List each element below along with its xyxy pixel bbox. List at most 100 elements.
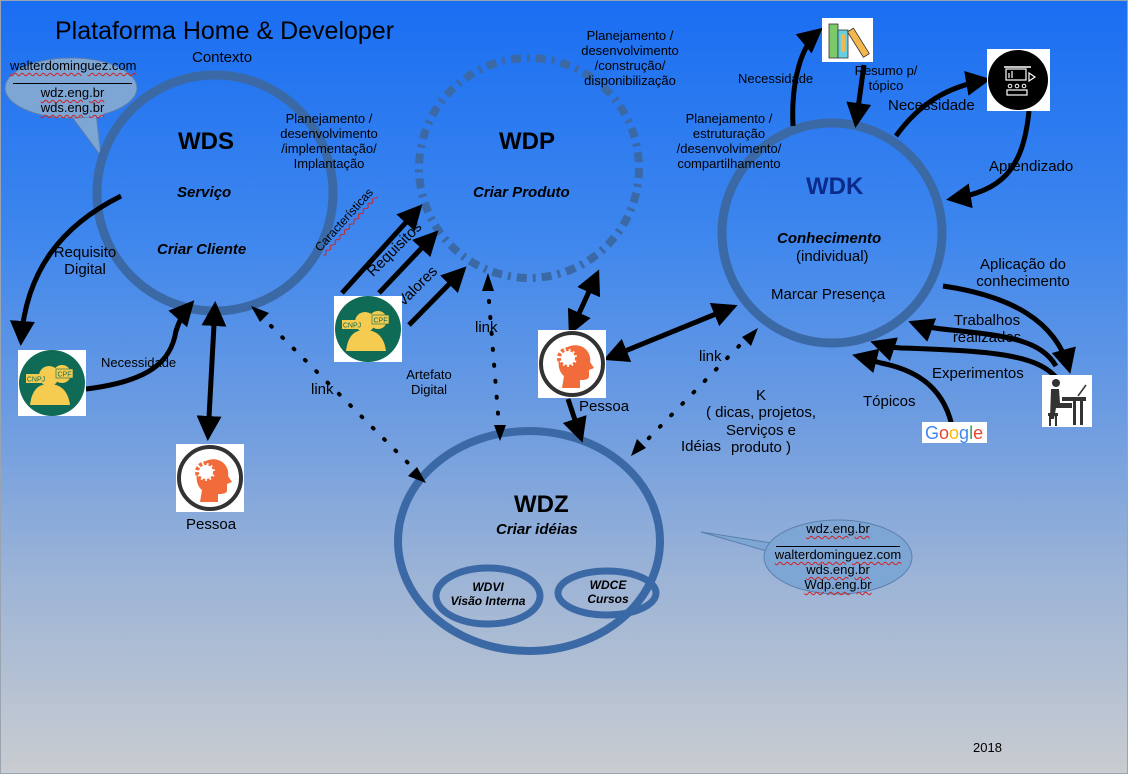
callout-bottom-right: wdz.eng.br walterdominguez.com wds.eng.b…	[764, 521, 912, 593]
page-title: Plataforma Home & Developer	[55, 17, 395, 45]
link-wdp-wdz	[487, 299, 501, 428]
arrow-necessidade-books	[790, 27, 823, 127]
pessoa-center-label: Pessoa	[579, 398, 630, 415]
arrow-resumo-topico	[846, 64, 872, 128]
google-logo[interactable]: Google	[922, 422, 987, 443]
resumo-topico-label: Resumo p/tópico	[854, 63, 918, 93]
wdp-role: Criar Produto	[473, 184, 570, 201]
wdce-ellipse[interactable]	[554, 567, 660, 619]
wdz-ellipse[interactable]	[394, 427, 664, 655]
aprendizado-label: Aprendizado	[989, 158, 1074, 175]
wdp-title: WDP	[499, 128, 555, 155]
callout-divider	[13, 82, 132, 84]
arrowhead-wdz-link-left	[408, 467, 426, 483]
necessidade-books-label: Necessidade	[738, 71, 814, 86]
callout-link[interactable]: wdz.eng.br	[40, 84, 105, 100]
topicos-label: Tópicos	[863, 393, 916, 410]
person-gear-icon-graphic	[539, 331, 605, 397]
cnpj-cpf-icon[interactable]: CNPJ CPF	[334, 296, 402, 362]
arrow-requisitos	[377, 230, 439, 295]
cnpj-cpf-icon-graphic: CNPJ CPF	[19, 350, 85, 416]
student-desk-icon-graphic	[1048, 379, 1087, 426]
wds-phase-label: Planejamento /desenvolvimento/implementa…	[280, 111, 378, 171]
link-right-label: link	[699, 348, 722, 365]
person-gear-icon[interactable]	[538, 330, 606, 398]
necessidade-training-label: Necessidade	[888, 97, 975, 114]
arrow-aplicacao	[942, 283, 1076, 374]
arrow-pessoa-wdk	[603, 302, 738, 363]
callout-link[interactable]: walterdominguez.com	[774, 546, 902, 562]
wdz-role: Criar idéias	[496, 521, 578, 538]
arrowhead-wds-link	[251, 306, 269, 322]
link-left-label: link	[311, 381, 334, 398]
pessoa-left-label: Pessoa	[186, 516, 237, 533]
arrow-trabalhos	[908, 318, 1059, 368]
callout-top-left: walterdominguez.com wdz.eng.br wds.eng.b…	[10, 58, 137, 116]
arrow-wdp-pessoa	[567, 269, 601, 336]
arrowhead-wdz-link-center	[494, 425, 506, 441]
arrowhead-wdz-link-right	[631, 439, 646, 456]
link-wdk-wdz	[644, 344, 741, 443]
callout-link[interactable]: wdz.eng.br	[806, 521, 870, 536]
callout-link[interactable]: walterdominguez.com	[10, 58, 137, 73]
arrow-necessidade-left	[85, 300, 195, 392]
cnpj-cpf-icon-graphic: CNPJ CPF	[335, 296, 401, 362]
presentation-icon-graphic	[988, 50, 1048, 110]
arrow-pessoa-wdz	[562, 398, 587, 443]
cnpj-cpf-icon[interactable]: CNPJ CPF	[18, 350, 86, 416]
wdk-circle[interactable]	[717, 118, 947, 348]
wds-action: Criar Cliente	[157, 241, 247, 258]
arrow-pessoa-wds	[196, 301, 227, 441]
arrowhead-wdk-link	[742, 328, 758, 346]
books-icon-graphic	[828, 23, 870, 59]
necessidade-left-label: Necessidade	[101, 355, 177, 370]
callout-link[interactable]: Wdp.eng.br	[804, 576, 872, 592]
callout-link[interactable]: wds.eng.br	[806, 561, 870, 577]
ideias-label: Idéias	[681, 438, 722, 455]
wdp-phase-label: Planejamento /desenvolvimento/construção…	[581, 28, 679, 88]
svg-text:CPF: CPF	[374, 318, 388, 325]
books-icon[interactable]	[822, 18, 873, 62]
callout-divider	[776, 545, 900, 547]
google-logo-text: Google	[925, 423, 983, 443]
wdp-circle[interactable]	[415, 54, 643, 282]
callout-bottom-right-shape	[700, 519, 913, 595]
arrow-caracteristicas	[340, 204, 423, 295]
student-desk-icon[interactable]	[1042, 375, 1092, 427]
arrow-valores	[407, 266, 467, 327]
page-subtitle: Contexto	[192, 49, 253, 66]
wdvi-ellipse[interactable]	[432, 564, 544, 628]
wds-role: Serviço	[177, 184, 232, 201]
wdk-qualifier: (individual)	[796, 248, 869, 265]
arrowhead-wdp-link	[482, 273, 494, 291]
svg-text:CNPJ: CNPJ	[27, 377, 45, 384]
wdk-title: WDK	[806, 173, 864, 200]
wdk-role: Conhecimento	[777, 230, 882, 247]
wds-title: WDS	[178, 128, 234, 155]
wdk-action: Marcar Presença	[771, 286, 886, 303]
svg-text:CPF: CPF	[58, 372, 72, 379]
link-wds-wdz	[269, 324, 418, 473]
svg-text:CNPJ: CNPJ	[343, 323, 361, 330]
presentation-icon[interactable]	[987, 49, 1050, 111]
person-gear-icon-graphic	[177, 445, 243, 511]
callout-link[interactable]: wds.eng.br	[40, 99, 105, 115]
arrow-topicos	[852, 348, 956, 432]
google-logo-graphic: Google	[925, 423, 983, 443]
experimentos-label: Experimentos	[932, 365, 1024, 382]
arrow-requisito-digital	[9, 193, 123, 346]
wdz-title: WDZ	[514, 491, 569, 518]
arrow-aprendizado	[946, 110, 1032, 209]
year-label: 2018	[973, 740, 1002, 755]
link-center-label: link	[475, 319, 498, 336]
wdk-phase-label: Planejamento /estruturação/desenvolvimen…	[676, 111, 782, 171]
person-gear-icon[interactable]	[176, 444, 244, 512]
